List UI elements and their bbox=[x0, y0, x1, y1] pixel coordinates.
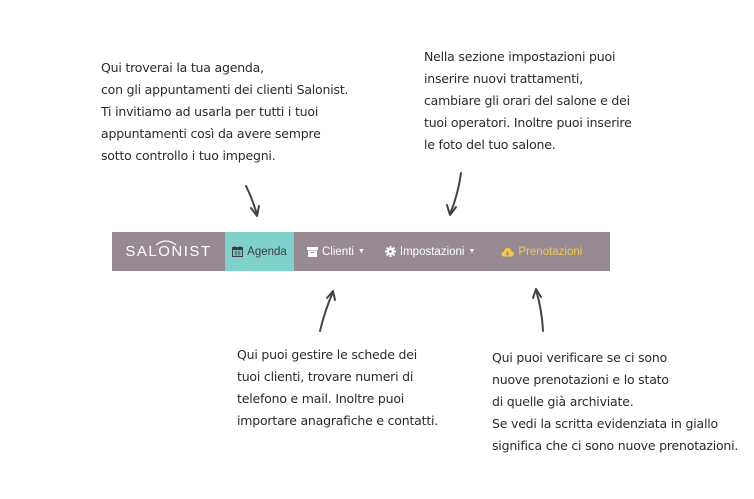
archive-box-icon bbox=[307, 246, 318, 257]
note-line: le foto del tuo salone. bbox=[424, 137, 556, 152]
note-line: Qui puoi gestire le schede dei bbox=[237, 347, 418, 362]
chevron-down-icon: ▼ bbox=[357, 248, 365, 255]
arrow-to-impostazioni bbox=[446, 172, 462, 216]
brand-logo[interactable]: SALONIST bbox=[112, 232, 225, 271]
nav-impostazioni-label: Impostazioni bbox=[399, 245, 465, 258]
nav-agenda[interactable]: Agenda bbox=[225, 232, 294, 271]
note-line: nuove prenotazioni e lo stato bbox=[492, 372, 669, 387]
note-line: cambiare gli orari del salone e dei bbox=[424, 93, 630, 108]
note-line: tuoi operatori. Inoltre puoi inserire bbox=[424, 115, 632, 130]
arrow-to-clienti bbox=[319, 290, 336, 332]
agenda-note: Qui troverai la tua agenda, con gli appu… bbox=[101, 57, 348, 167]
nav-prenotazioni[interactable]: Prenotazioni bbox=[485, 232, 592, 271]
nav-clienti[interactable]: Clienti ▼ bbox=[294, 232, 375, 271]
note-line: Se vedi la scritta evidenziata in giallo bbox=[492, 416, 718, 431]
chevron-down-icon: ▼ bbox=[468, 248, 476, 255]
note-line: Qui troverai la tua agenda, bbox=[101, 60, 264, 75]
prenotazioni-note: Qui puoi verificare se ci sono nuove pre… bbox=[492, 347, 738, 457]
note-line: di quelle già archiviate. bbox=[492, 394, 634, 409]
note-line: Nella sezione impostazioni puoi bbox=[424, 49, 616, 64]
nav-clienti-label: Clienti bbox=[322, 245, 354, 258]
note-line: telefono e mail. Inoltre puoi bbox=[237, 391, 405, 406]
note-line: Qui puoi verificare se ci sono bbox=[492, 350, 668, 365]
cloud-icon bbox=[501, 247, 515, 257]
arrow-to-agenda bbox=[245, 185, 260, 217]
nav-impostazioni[interactable]: Impostazioni ▼ bbox=[375, 232, 486, 271]
logo-swoosh-icon bbox=[155, 240, 177, 246]
note-line: importare anagrafiche e contatti. bbox=[237, 413, 439, 428]
nav-prenotazioni-label: Prenotazioni bbox=[518, 245, 583, 258]
impostazioni-note: Nella sezione impostazioni puoi inserire… bbox=[424, 46, 632, 156]
brand-name: SALONIST bbox=[125, 243, 212, 260]
gear-icon bbox=[384, 246, 396, 257]
nav-agenda-label: Agenda bbox=[247, 245, 287, 258]
navbar: SALONIST Agenda Clienti ▼ bbox=[112, 232, 610, 271]
note-line: con gli appuntamenti dei clienti Salonis… bbox=[101, 82, 349, 97]
calendar-icon bbox=[232, 246, 244, 257]
note-line: Ti invitiamo ad usarla per tutti i tuoi bbox=[101, 104, 319, 119]
arrow-to-prenotazioni bbox=[532, 288, 544, 332]
note-line: inserire nuovi trattamenti, bbox=[424, 71, 583, 86]
note-line: sotto controllo i tuo impegni. bbox=[101, 148, 276, 163]
note-line: tuoi clienti, trovare numeri di bbox=[237, 369, 414, 384]
note-line: appuntamenti così da avere sempre bbox=[101, 126, 321, 141]
note-line: significa che ci sono nuove prenotazioni… bbox=[492, 438, 739, 453]
clienti-note: Qui puoi gestire le schede dei tuoi clie… bbox=[237, 344, 438, 432]
